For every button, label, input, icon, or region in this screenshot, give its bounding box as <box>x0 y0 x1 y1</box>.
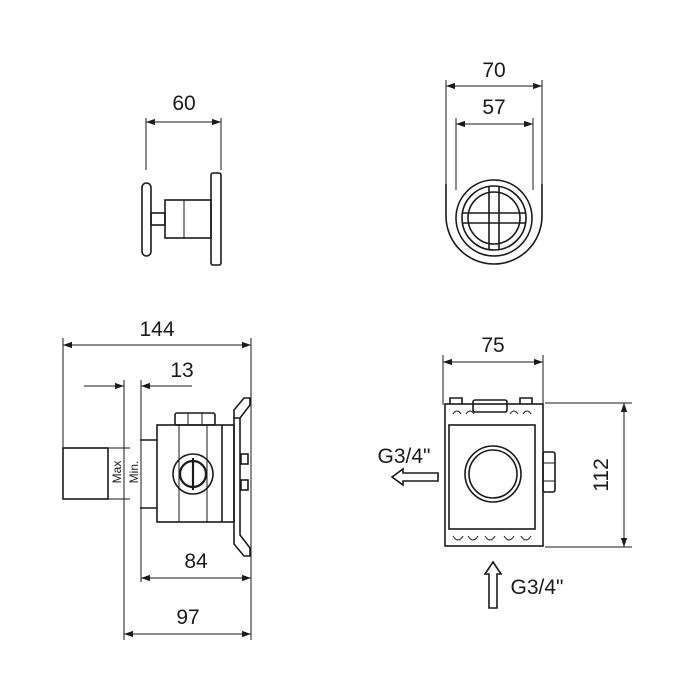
view-side-bottom: 144 13 Max Min. <box>62 318 252 640</box>
knob-outer-ring <box>455 179 533 257</box>
rosette-outline <box>445 184 543 265</box>
view-side-top: 60 <box>141 92 222 266</box>
dimension-label-60: 60 <box>172 92 195 115</box>
side-bolt-upper <box>240 453 249 465</box>
frame-slot-top-3 <box>509 410 519 415</box>
extension-tube <box>62 447 109 500</box>
front-valve-body <box>448 424 536 530</box>
knob-center <box>490 214 498 222</box>
frame-tab-top-1 <box>449 397 463 404</box>
max-label: Max <box>110 461 124 484</box>
inlet-bottom-label: G3/4" <box>511 576 564 599</box>
front-top-nut <box>472 399 508 413</box>
min-label: Min. <box>127 461 141 484</box>
mounting-bracket-top <box>233 397 251 419</box>
frame-slot-bottom-1 <box>452 535 464 541</box>
knob-inner-ring <box>467 191 521 245</box>
view-front-top: 70 57 <box>445 59 543 265</box>
dimension-label-70: 70 <box>482 59 505 82</box>
frame-slot-bottom-5 <box>520 535 532 541</box>
frame-slot-bottom-3 <box>484 535 496 541</box>
dimension-label-57: 57 <box>482 96 505 119</box>
side-bolt-lower <box>240 479 249 491</box>
inlet-bottom-arrow <box>483 560 503 609</box>
frame-slot-bottom-4 <box>503 535 515 541</box>
dimension-label-84: 84 <box>184 550 208 573</box>
frame-slot-bottom-2 <box>467 535 479 541</box>
inlet-side-label: G3/4" <box>378 445 431 468</box>
handle-body <box>164 199 212 239</box>
dimension-label-75: 75 <box>481 334 504 357</box>
dimension-label-112: 112 <box>590 458 613 491</box>
handle-stem <box>150 212 166 226</box>
knob-middle-ring <box>461 185 527 251</box>
dimension-label-13: 13 <box>170 359 193 382</box>
handle-lever <box>141 182 152 257</box>
view-front-bottom: 75 112 G3/4" <box>378 334 632 609</box>
wall-plate <box>210 172 222 266</box>
dimension-label-97: 97 <box>176 606 199 629</box>
frame-tab-top-2 <box>519 397 533 404</box>
front-cartridge-inner <box>468 449 518 499</box>
mounting-bracket <box>233 417 251 557</box>
frame-slot-top-2 <box>465 410 475 415</box>
front-side-lug <box>542 451 556 493</box>
front-cartridge-outer <box>464 445 522 503</box>
cartridge-circle-outer <box>172 453 214 495</box>
top-nut <box>174 412 216 426</box>
frame-slot-top-4 <box>522 410 532 415</box>
inlet-side-arrow <box>390 467 439 487</box>
frame-slot-top-1 <box>452 410 462 415</box>
dimension-label-144: 144 <box>139 318 174 341</box>
